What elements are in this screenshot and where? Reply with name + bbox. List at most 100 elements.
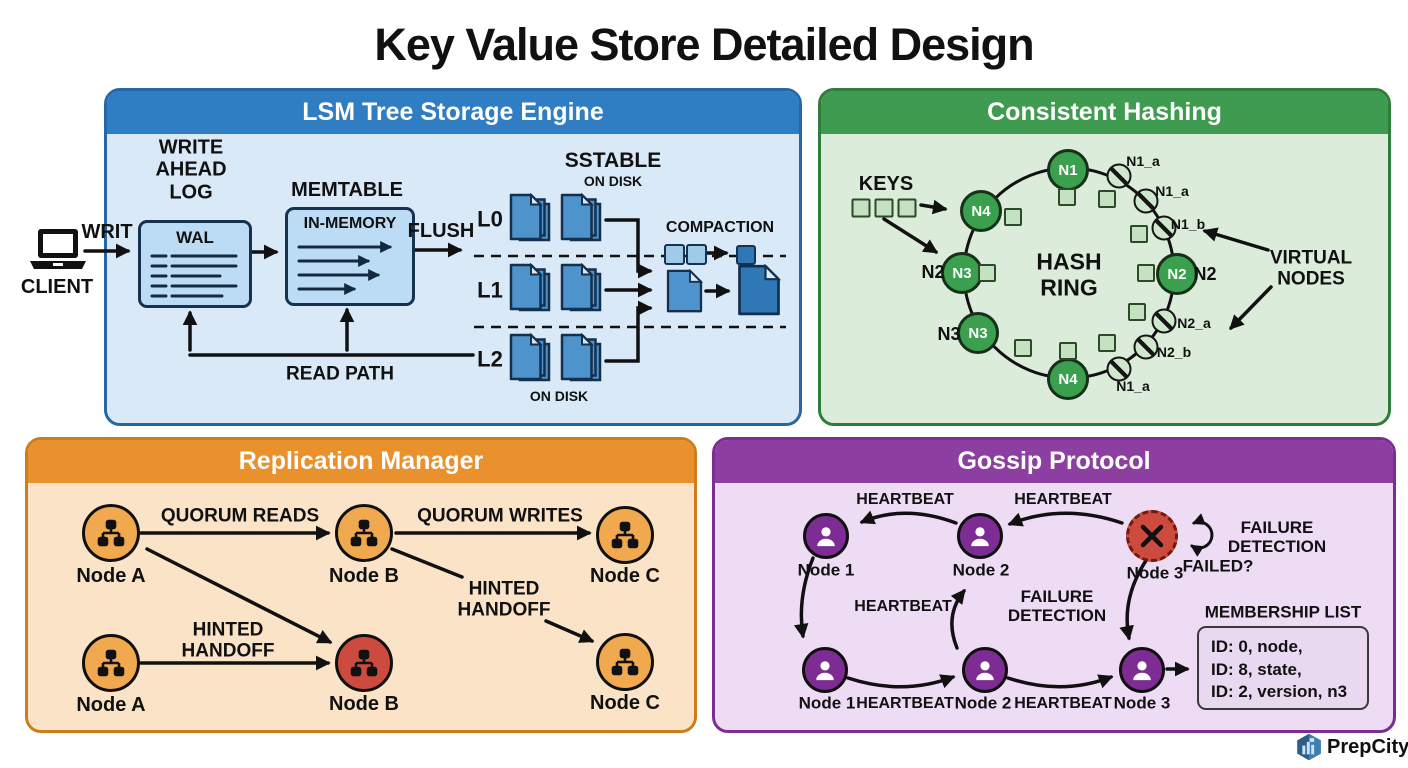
node-label: Node A bbox=[76, 564, 146, 587]
key-square bbox=[897, 198, 917, 218]
gossip-node-1-bottom bbox=[802, 647, 848, 693]
gossip-node-3-failed bbox=[1126, 510, 1178, 562]
key-square bbox=[1098, 334, 1116, 352]
ring-node-label: N2 bbox=[1167, 265, 1187, 283]
person-icon bbox=[816, 661, 834, 681]
org-node-icon bbox=[350, 519, 378, 547]
on-disk-bottom-label: ON DISK bbox=[529, 388, 589, 405]
prepcity-logo-icon bbox=[1297, 733, 1321, 761]
membership-row: ID: 0, node, bbox=[1211, 637, 1303, 656]
gossip-node-2-bottom bbox=[962, 647, 1008, 693]
replication-node-c-top bbox=[596, 506, 654, 564]
gossip-panel-title: Gossip Protocol bbox=[957, 447, 1151, 475]
compaction-label: COMPACTION bbox=[665, 219, 775, 237]
laptop-icon bbox=[30, 229, 86, 269]
gossip-node-3-bottom bbox=[1119, 647, 1165, 693]
virtual-node-label: N1_a bbox=[1126, 153, 1160, 170]
heartbeat-label: HEARTBEAT bbox=[856, 491, 954, 509]
heartbeat-label: HEARTBEAT bbox=[854, 598, 952, 616]
replication-node-a-bottom bbox=[82, 634, 140, 692]
client-label: CLIENT bbox=[20, 275, 94, 298]
org-node-icon bbox=[97, 649, 125, 677]
org-node-icon bbox=[350, 649, 378, 677]
heartbeat-label: HEARTBEAT bbox=[1014, 491, 1112, 509]
brand-logo: PrepCity bbox=[1296, 733, 1408, 761]
level-l1-label: L1 bbox=[477, 277, 503, 303]
wal-title: WRITE AHEAD LOG bbox=[155, 136, 227, 204]
heartbeat-label: HEARTBEAT bbox=[1014, 695, 1112, 713]
person-icon bbox=[971, 527, 989, 547]
ring-node-label: N3 bbox=[952, 264, 972, 282]
gossip-node-label: Node 2 bbox=[952, 560, 1010, 580]
person-icon bbox=[817, 527, 835, 547]
on-disk-top-label: ON DISK bbox=[583, 173, 643, 190]
node-label: Node C bbox=[590, 564, 660, 587]
heartbeat-label: HEARTBEAT bbox=[856, 695, 954, 713]
membership-row: ID: 2, version, n3 bbox=[1211, 682, 1348, 701]
wal-box: WAL bbox=[138, 220, 252, 308]
replication-node-b-bottom-failed bbox=[335, 634, 393, 692]
wal-box-label: WAL bbox=[176, 228, 214, 247]
virtual-node bbox=[1133, 334, 1159, 360]
level-l2-label: L2 bbox=[477, 346, 503, 372]
ring-node-n4: N4 bbox=[960, 190, 1002, 232]
failure-detection-label: FAILURE DETECTION bbox=[1227, 517, 1327, 556]
log-lines-icon bbox=[150, 254, 238, 298]
virtual-node-label: N1_a bbox=[1155, 183, 1189, 200]
gossip-node-label: Node 2 bbox=[954, 693, 1012, 713]
key-square bbox=[978, 264, 996, 282]
replication-node-c-bottom bbox=[596, 633, 654, 691]
gossip-panel-header: Gossip Protocol bbox=[715, 440, 1393, 483]
ring-outside-label: N2 bbox=[921, 261, 945, 282]
key-square bbox=[1004, 208, 1022, 226]
key-square bbox=[1130, 225, 1148, 243]
ring-node-label: N3 bbox=[968, 324, 988, 342]
quorum-writes-label: QUORUM WRITES bbox=[417, 505, 583, 527]
virtual-node-label: N2_b bbox=[1156, 344, 1192, 361]
node-label: Node A bbox=[76, 693, 146, 716]
quorum-reads-label: QUORUM READS bbox=[160, 505, 320, 527]
failed-label: FAILED? bbox=[1182, 556, 1254, 576]
memtable-title: MEMTABLE bbox=[291, 178, 403, 201]
org-node-icon bbox=[611, 521, 639, 549]
compaction-merged-sstable bbox=[736, 245, 756, 265]
ring-node-label: N4 bbox=[1058, 370, 1078, 388]
hinted-handoff-label: HINTED HANDOFF bbox=[457, 578, 551, 621]
memtable-box: IN-MEMORY bbox=[285, 207, 415, 306]
node-label: Node B bbox=[329, 692, 399, 715]
hash-ring-label: HASH RING bbox=[1036, 248, 1102, 300]
sorted-arrows-icon bbox=[297, 241, 393, 295]
key-square bbox=[1058, 188, 1076, 206]
person-icon bbox=[1133, 661, 1151, 681]
ring-node-n1: N1 bbox=[1047, 149, 1089, 191]
replication-panel: Replication Manager bbox=[25, 437, 697, 733]
membership-list-box: ID: 0, node, ID: 8, state, ID: 2, versio… bbox=[1197, 626, 1369, 710]
gossip-node-label: Node 1 bbox=[798, 693, 856, 713]
failure-detection-label: FAILURE DETECTION bbox=[1007, 586, 1107, 625]
replication-node-a-top bbox=[82, 504, 140, 562]
key-square bbox=[1059, 342, 1077, 360]
key-square bbox=[851, 198, 871, 218]
lsm-panel-title: LSM Tree Storage Engine bbox=[302, 98, 604, 126]
hinted-handoff-label: HINTED HANDOFF bbox=[181, 619, 275, 662]
keys-label: KEYS bbox=[858, 172, 914, 195]
brand-name: PrepCity bbox=[1327, 735, 1408, 758]
gossip-node-label: Node 1 bbox=[797, 560, 855, 580]
ring-node-n3b: N3 bbox=[957, 312, 999, 354]
ring-node-label: N1 bbox=[1058, 161, 1078, 179]
membership-list-title: MEMBERSHIP LIST bbox=[1204, 602, 1362, 622]
level-l0-label: L0 bbox=[477, 206, 503, 232]
ring-outside-label: N2 bbox=[1193, 263, 1217, 284]
read-path-label: READ PATH bbox=[285, 363, 395, 385]
node-label: Node B bbox=[329, 564, 399, 587]
ring-node-label: N4 bbox=[971, 202, 991, 220]
key-square bbox=[1128, 303, 1146, 321]
ring-node-n3: N3 bbox=[941, 252, 983, 294]
key-square bbox=[874, 198, 894, 218]
flush-label: FLUSH bbox=[407, 219, 475, 242]
write-arrow-label: WRIT bbox=[81, 220, 133, 243]
key-square bbox=[1137, 264, 1155, 282]
virtual-node bbox=[1151, 308, 1177, 334]
compaction-small-sstable bbox=[664, 244, 685, 265]
